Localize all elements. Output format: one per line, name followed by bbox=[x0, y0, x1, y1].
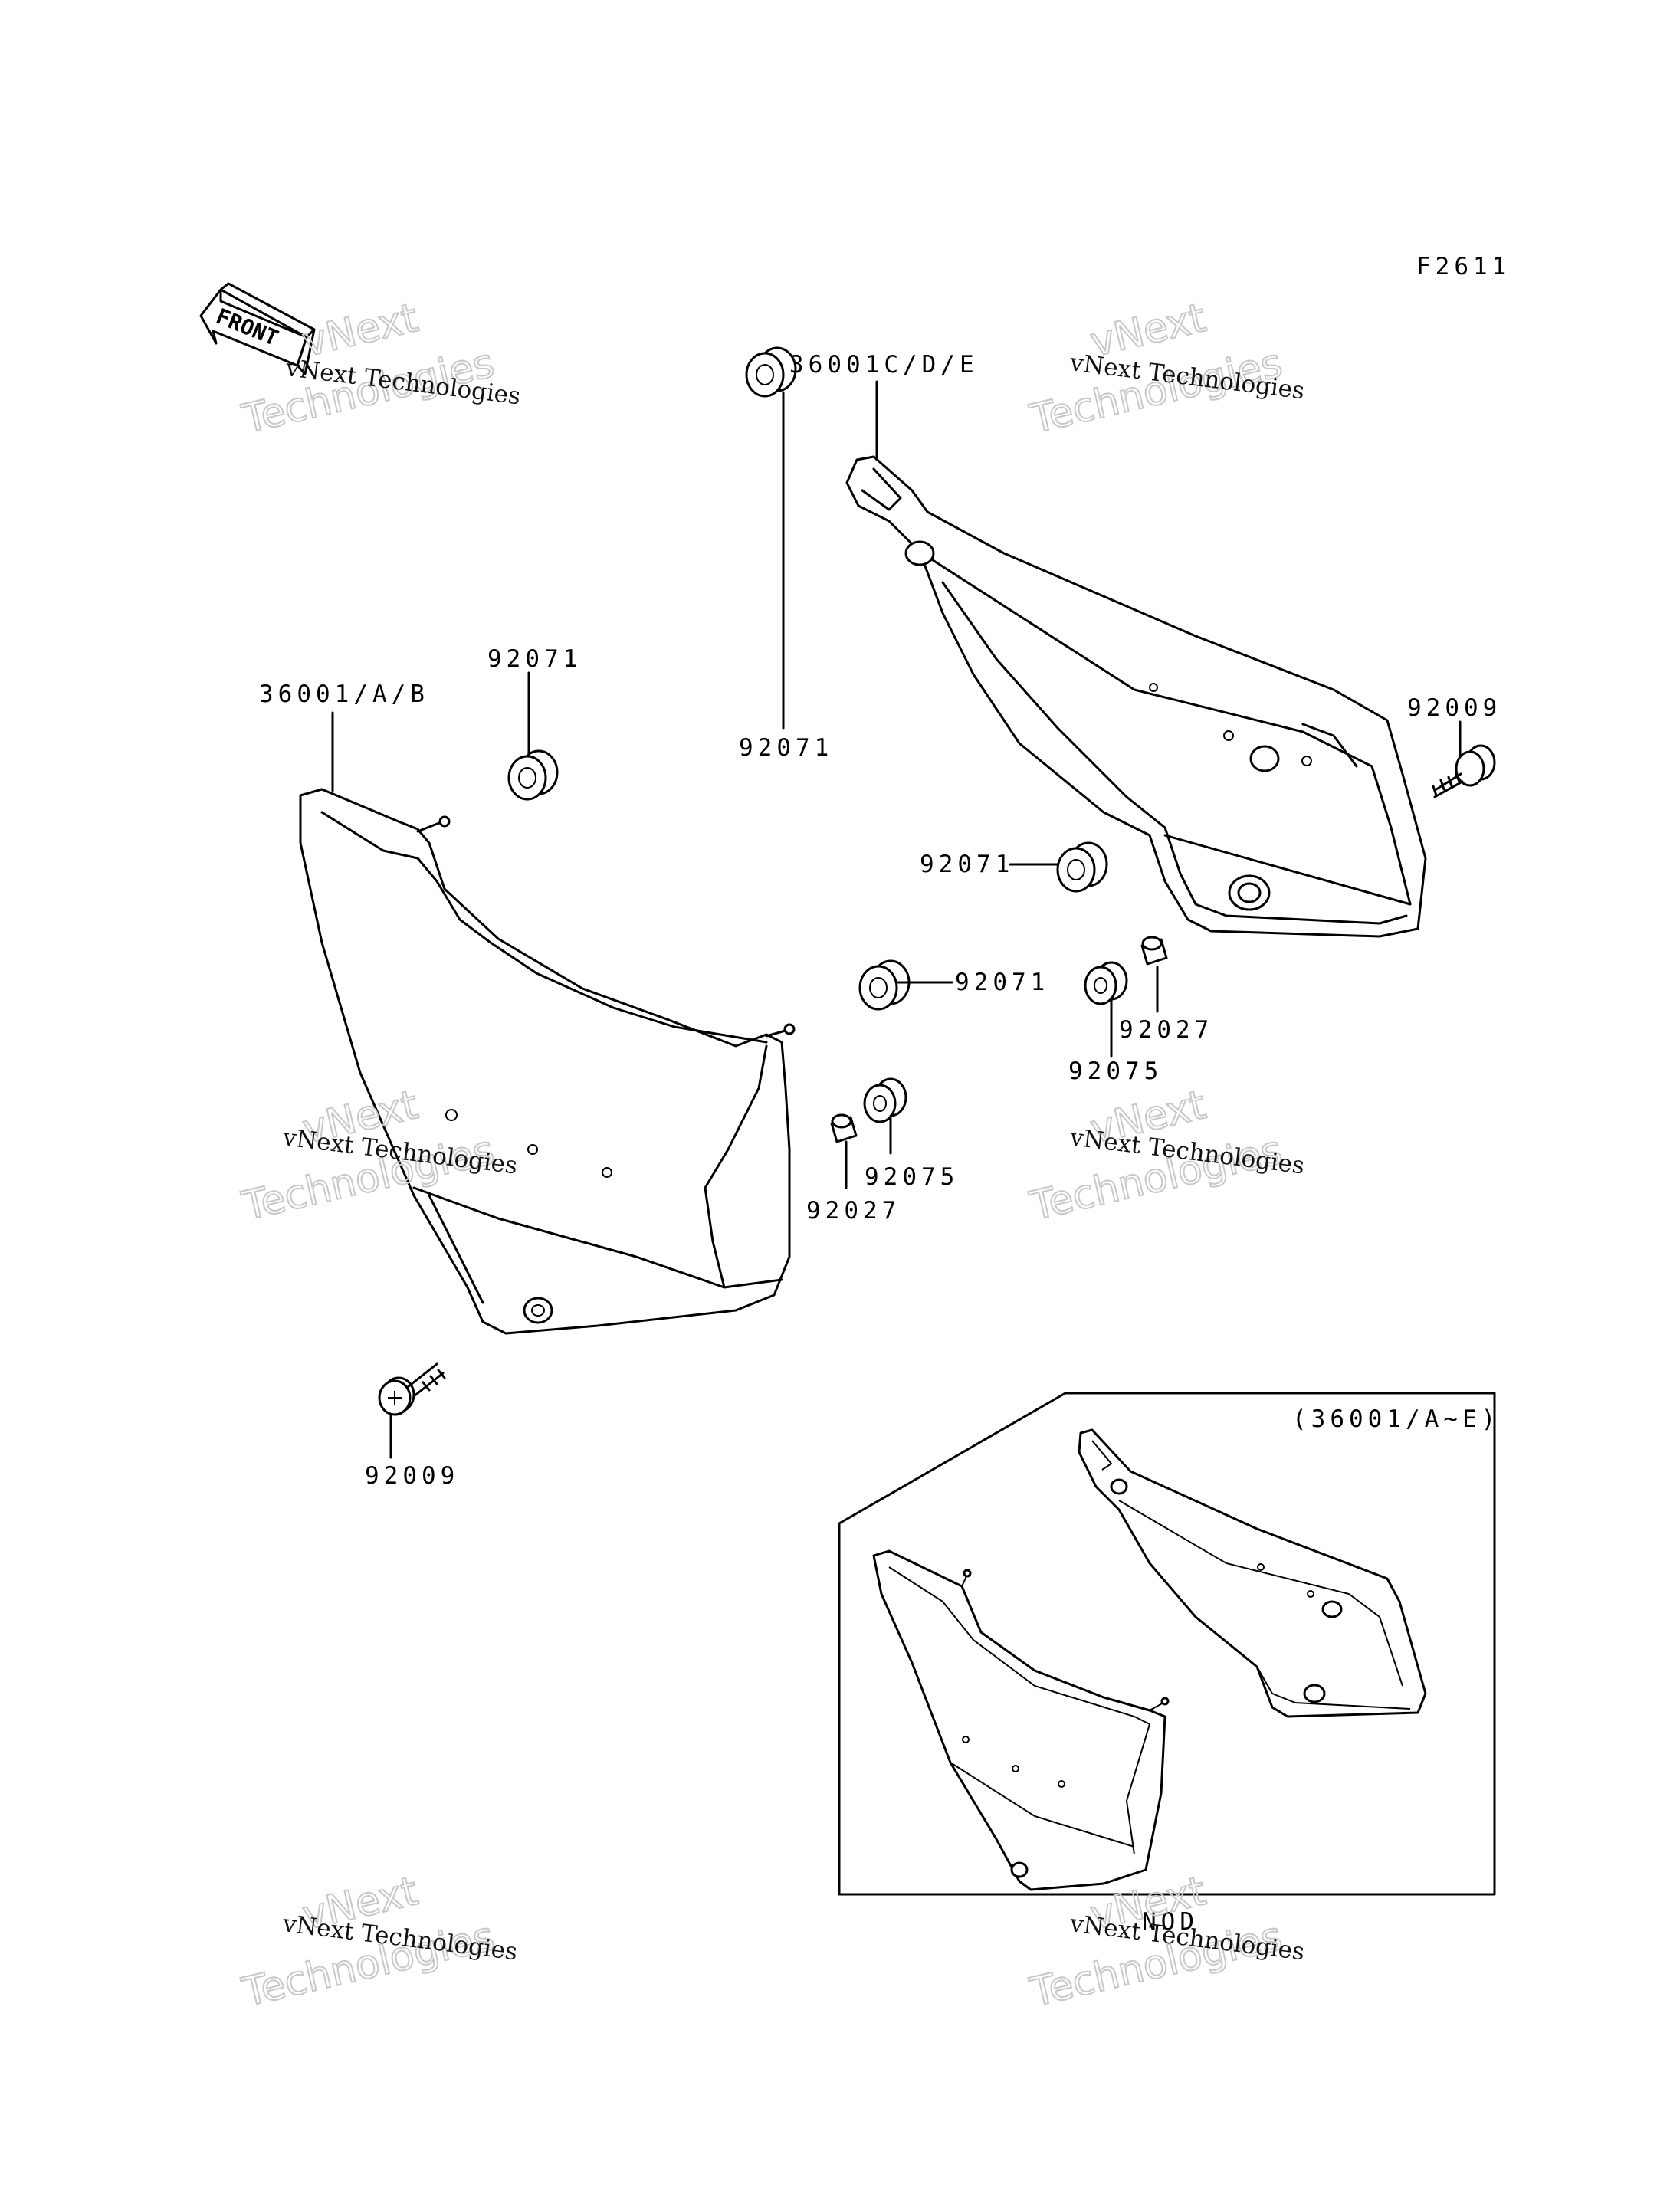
inset-box: (36001/A~E) bbox=[838, 1392, 1500, 1896]
diagram-code: F2611 bbox=[1416, 253, 1511, 280]
grommet-part-4 bbox=[858, 959, 911, 1011]
washer-part-left bbox=[863, 1077, 907, 1123]
inset-title: (36001/A~E) bbox=[1292, 1405, 1500, 1433]
collar-part-left bbox=[830, 1113, 858, 1143]
left-side-cover bbox=[299, 788, 796, 1335]
front-arrow-icon: FRONT bbox=[199, 282, 316, 375]
watermark-4: vNext Technologies vNext Technologies bbox=[1025, 1081, 1306, 1231]
label-grommet-2: 92071 bbox=[739, 734, 833, 762]
svg-text:vNext: vNext bbox=[298, 295, 422, 366]
grommet-part-2 bbox=[745, 346, 797, 398]
label-collar-left: 92027 bbox=[806, 1197, 901, 1225]
watermark-5: vNext Technologies vNext Technologies bbox=[237, 1867, 519, 2017]
watermark-6: vNext Technologies vNext Technologies bbox=[1025, 1867, 1306, 2017]
label-washer-left: 92075 bbox=[865, 1163, 959, 1191]
bolt-part-left bbox=[378, 1362, 446, 1416]
grommet-part-3 bbox=[1056, 841, 1108, 893]
inset-caption: NOD bbox=[1142, 1908, 1199, 1936]
right-side-cover bbox=[845, 455, 1427, 938]
label-grommet-4: 92071 bbox=[955, 969, 1049, 996]
grommet-part-1 bbox=[507, 749, 559, 801]
label-left-cover: 36001/A/B bbox=[259, 680, 429, 708]
label-grommet-1: 92071 bbox=[487, 645, 582, 673]
label-washer-right: 92075 bbox=[1068, 1058, 1163, 1085]
washer-part-right bbox=[1084, 961, 1128, 1005]
label-bolt-left: 92009 bbox=[365, 1462, 459, 1490]
label-collar-right: 92027 bbox=[1119, 1016, 1213, 1044]
collar-part-right bbox=[1140, 936, 1168, 966]
label-right-cover: 36001C/D/E bbox=[789, 351, 979, 379]
label-bolt-right: 92009 bbox=[1407, 694, 1501, 722]
label-grommet-3: 92071 bbox=[920, 851, 1014, 878]
leader-lines bbox=[331, 380, 1462, 1459]
watermark-2: vNext Technologies vNext Technologies bbox=[1025, 294, 1306, 444]
bolt-part-right bbox=[1432, 744, 1496, 798]
